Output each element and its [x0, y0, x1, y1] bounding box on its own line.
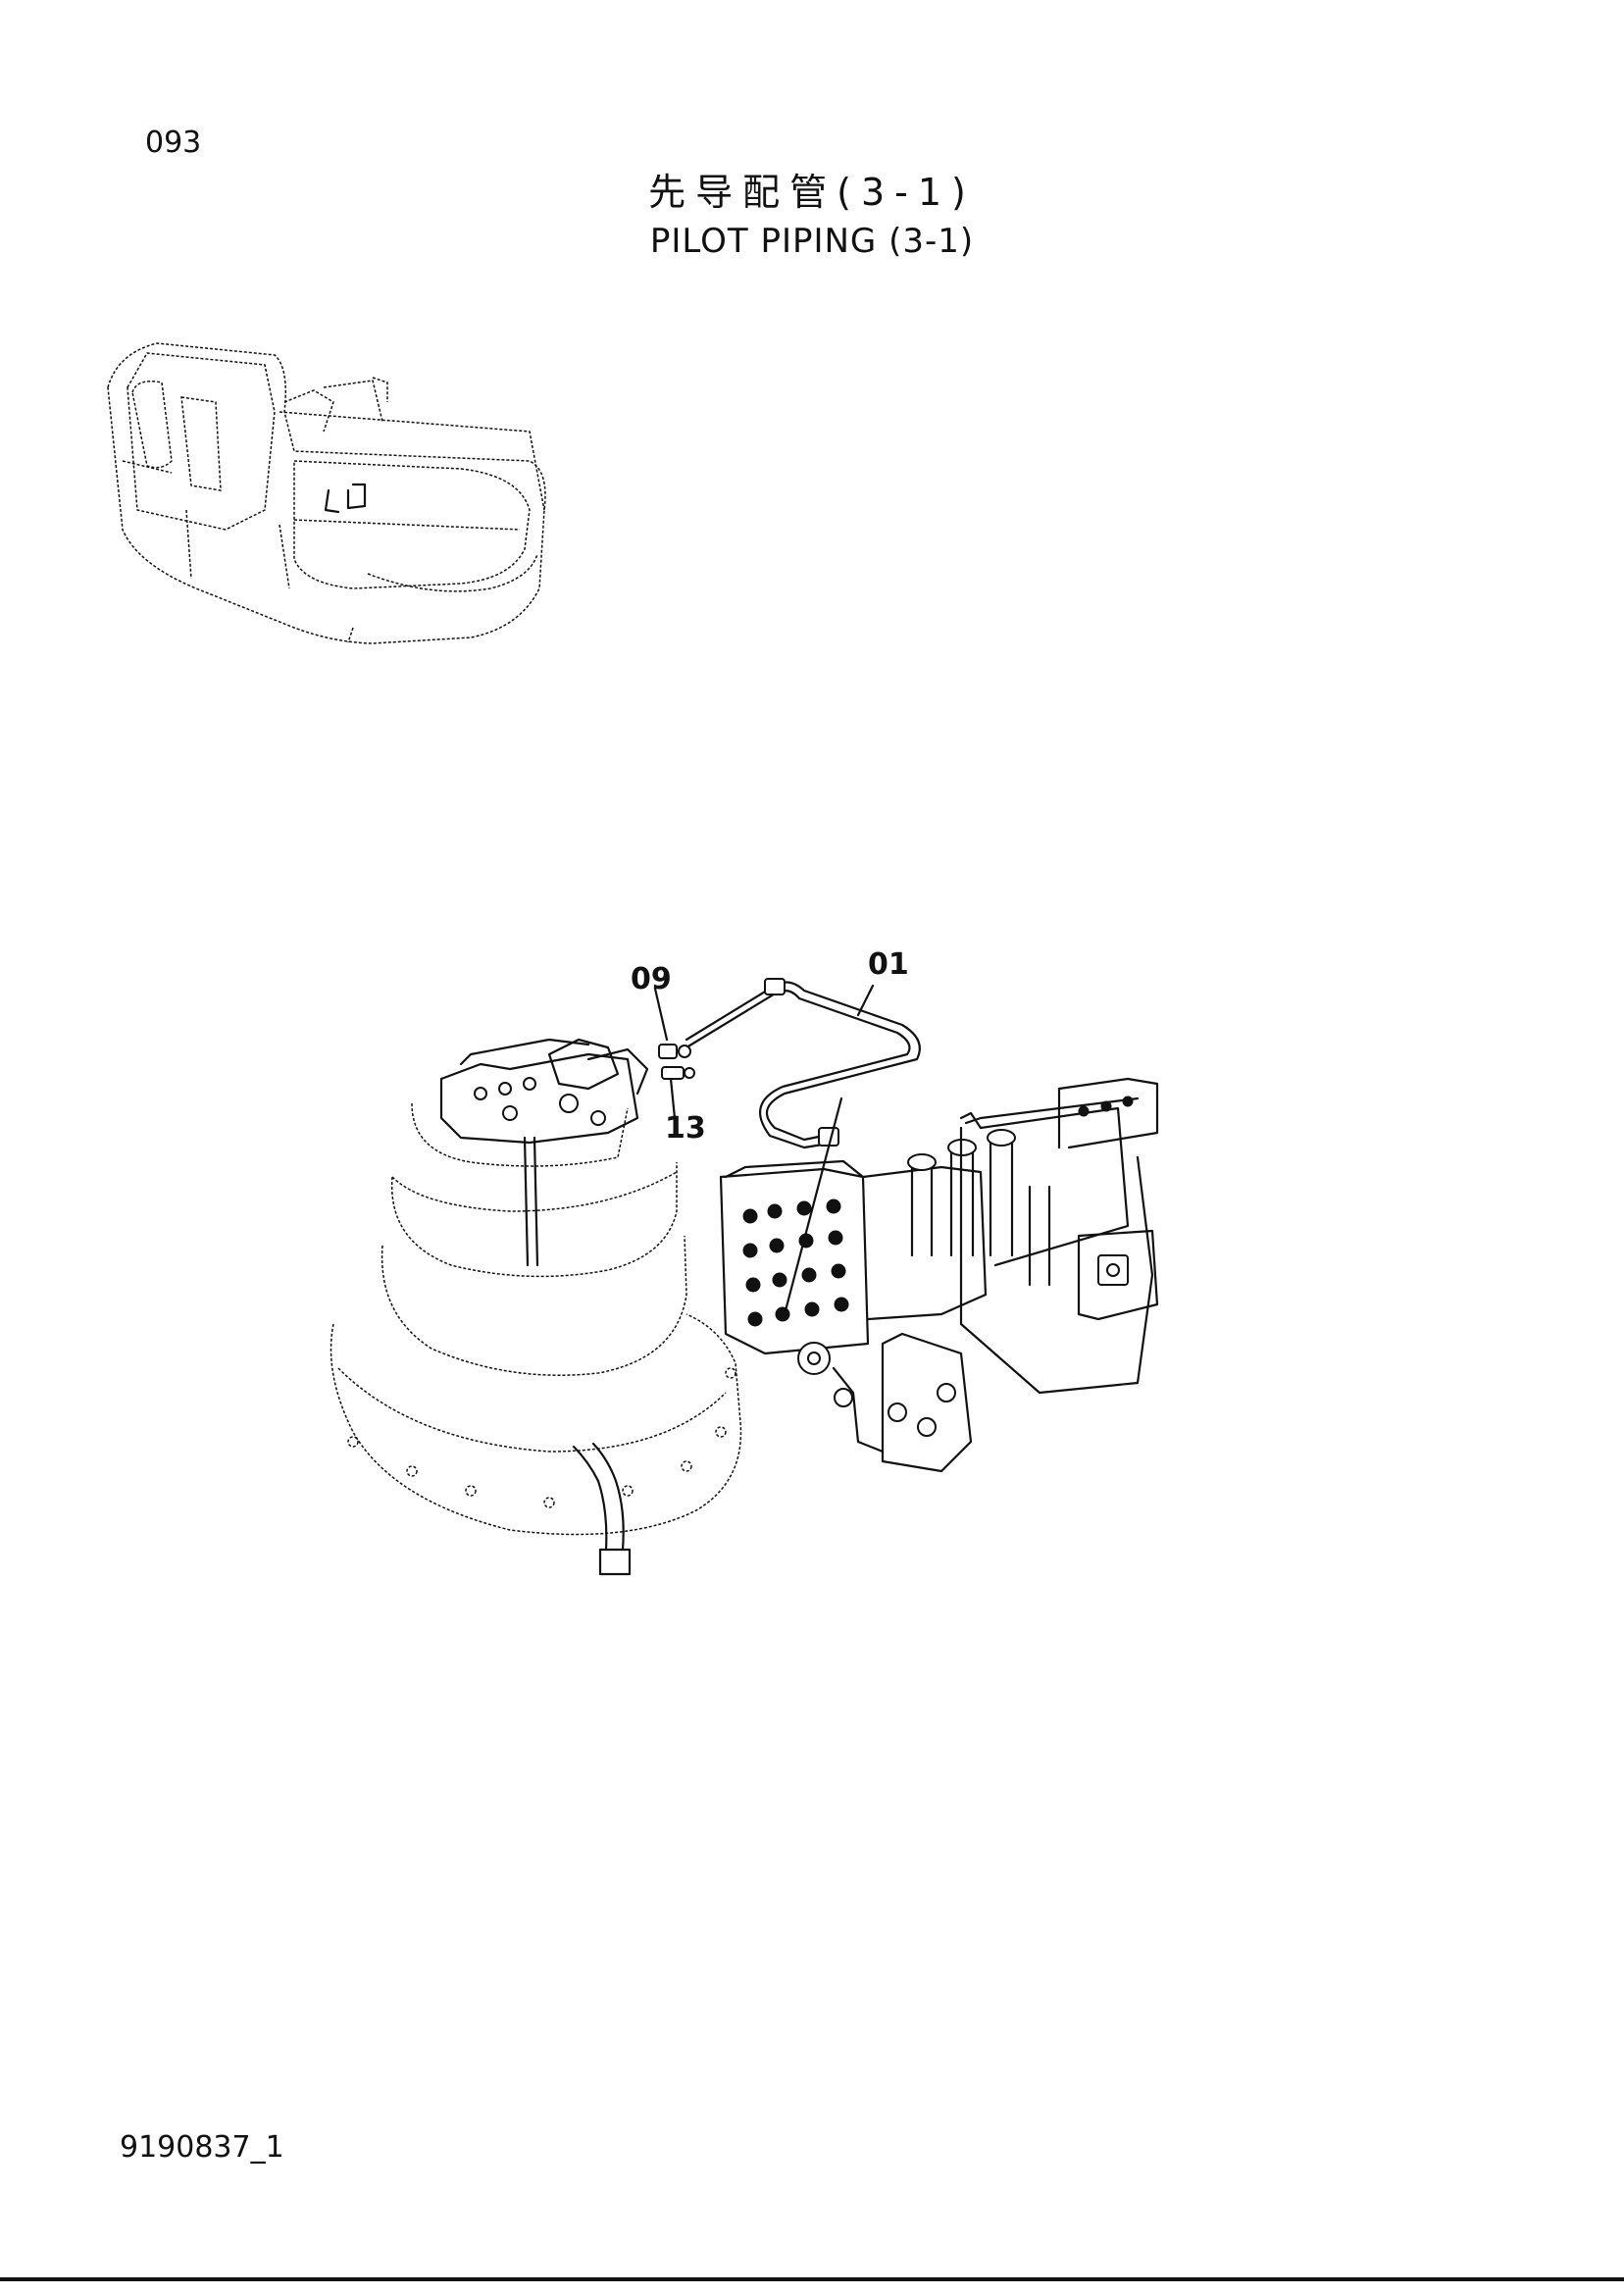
title-english: PILOT PIPING (3-1): [649, 222, 975, 261]
valve-fittings-grid: [742, 1198, 849, 1327]
drawing-id: 9190837_1: [120, 2130, 284, 2165]
fitting-13: [661, 1066, 695, 1080]
callout-13: 13: [665, 1111, 706, 1146]
pilot-pipe-01: [685, 978, 921, 1149]
callout-01: 01: [868, 947, 909, 982]
page-number: 093: [145, 126, 202, 160]
leader-13: [669, 1077, 677, 1120]
fitting-09: [658, 1044, 691, 1059]
excavator-locator-illustration: [107, 342, 546, 644]
callout-09: 09: [631, 962, 672, 996]
title-block: 先导配管(3-1) PILOT PIPING (3-1): [0, 167, 1624, 265]
leader-09: [653, 987, 669, 1042]
leader-01: [856, 984, 875, 1017]
title-chinese: 先导配管(3-1): [648, 171, 976, 214]
control-valve-assembly: [719, 1077, 1159, 1473]
leader-valve: [783, 1096, 843, 1316]
swing-motor-assembly: [330, 1038, 742, 1576]
bottom-rule: [0, 2277, 1624, 2281]
